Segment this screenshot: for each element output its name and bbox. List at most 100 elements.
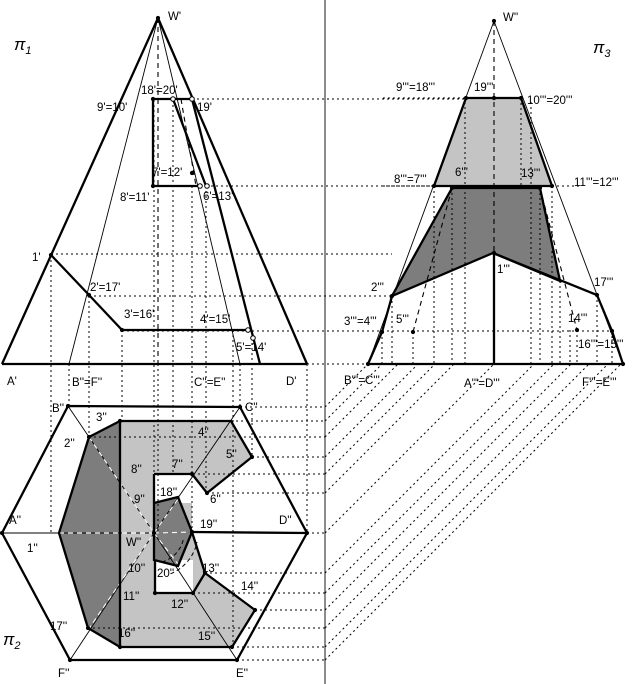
point-marker [150, 96, 156, 102]
point-marker [189, 170, 195, 176]
point-marker [189, 529, 195, 535]
label-17-2: 17'' [50, 621, 67, 633]
point-marker [151, 530, 157, 536]
diag-407 [324, 363, 369, 408]
point-marker [204, 490, 210, 496]
label-14-2: 14'' [241, 581, 258, 593]
point-marker [449, 185, 455, 191]
point-marker [537, 185, 543, 191]
diag-593 [324, 363, 555, 594]
point-marker [86, 434, 92, 440]
diag-421 [324, 363, 383, 422]
point-marker [48, 252, 54, 258]
diag-457 [324, 363, 419, 458]
point-marker [609, 328, 615, 334]
pi2-section-12-13 [192, 572, 206, 594]
label-13-3: 13''' [521, 168, 540, 180]
point-marker [189, 471, 195, 477]
label-8-2: 8'' [131, 464, 142, 476]
label-7-12: 7'=12' [152, 167, 182, 179]
point-marker [549, 183, 555, 189]
label-2-17: 2'=17' [90, 282, 120, 294]
pi2-diagonal-WC [153, 406, 241, 534]
point-marker [119, 327, 125, 333]
pi1-edge-WA [0, 17, 160, 365]
pi3-dark-gray-polygon [392, 188, 560, 296]
label-W3: W'' [503, 12, 518, 24]
pi2-covered-WC [153, 498, 179, 534]
pi1-edge-WB [68, 17, 159, 365]
label-1-3: 1''' [497, 264, 510, 276]
pi3-hidden-8-5 [412, 187, 453, 333]
point-marker [202, 570, 208, 576]
label-14-3: 14''' [568, 313, 587, 325]
point-marker [252, 607, 258, 613]
point-marker [249, 454, 255, 460]
point-marker [379, 329, 385, 335]
plane-pi3-subscript: 3 [604, 48, 611, 60]
label-F2: F'' [58, 668, 69, 680]
label-11-2: 11'' [123, 591, 139, 603]
pi3-light-gray-trapezoid [434, 98, 552, 186]
point-marker [491, 18, 497, 24]
pi3-section-1-17-16-F [492, 251, 625, 365]
label-3-2: 3'' [96, 412, 107, 424]
label-5-14: 5'=14' [236, 342, 266, 354]
point-marker [65, 403, 71, 409]
pi2-white-hole-top [154, 474, 193, 503]
pi3-section-2-3-B [366, 295, 394, 365]
label-A1: A' [7, 376, 17, 388]
label-AD3: A'''=D''' [464, 378, 500, 390]
label-E2: E'' [236, 668, 248, 680]
point-marker-open [170, 96, 176, 102]
label-3-4-3: 3'''=4''' [344, 316, 377, 328]
point-marker-open [189, 96, 195, 102]
point-marker [85, 625, 91, 631]
diag-573 [324, 363, 535, 574]
point-marker-open [204, 183, 210, 189]
point-marker [518, 95, 524, 101]
label-15-2: 15'' [198, 631, 215, 643]
pi1-edge-WD [156, 17, 309, 365]
diag-437 [324, 363, 399, 438]
label-A2: A'' [9, 515, 21, 527]
pi2-section-2-1-17 [57, 436, 91, 629]
point-marker-open [250, 335, 256, 341]
diag-474 [324, 363, 436, 475]
pi1-section-polyline [50, 254, 248, 332]
label-B2: B'' [52, 403, 64, 415]
diag-493 [324, 363, 455, 494]
label-6-13: 6'=13' [203, 191, 233, 203]
point-marker [463, 95, 469, 101]
pi1-hole-slant-b [190, 98, 262, 365]
pi2-diagonal-19-D [191, 530, 308, 535]
label-FE3: F'''=E''' [582, 377, 617, 389]
label-CE: C''=E'' [194, 377, 225, 389]
label-9-10: 9'=10' [97, 102, 127, 114]
pi1-edge-WC [157, 17, 241, 365]
rotation-arc-small [161, 537, 185, 563]
pi2-white-hole-bottom [155, 560, 193, 593]
label-W-prime: W' [168, 11, 181, 23]
label-1: 1' [32, 252, 41, 264]
point-marker [67, 657, 73, 663]
point-marker [237, 404, 243, 410]
label-D2: D'' [279, 515, 292, 527]
label-5-2: 5'' [226, 449, 237, 461]
point-marker [620, 361, 626, 367]
label-6-3: 6''' [455, 167, 468, 179]
pi2-section-17-16 [87, 627, 121, 648]
point-marker [0, 530, 5, 536]
plane-pi2-subscript: 2 [13, 640, 20, 652]
plane-pi1-subscript: 1 [25, 45, 31, 57]
point-marker [150, 183, 156, 189]
label-11-12-3: 11'''=12''' [574, 177, 619, 189]
label-4-2: 4'' [198, 427, 209, 439]
label-8-11: 8'=11' [120, 192, 149, 204]
label-2-2: 2'' [64, 438, 75, 450]
plane-pi1: π1 [14, 35, 32, 57]
pi2-dark-center-pentagon [154, 497, 192, 566]
label-10-20-3: 10'''=20''' [527, 95, 572, 107]
label-D1: D' [286, 376, 297, 388]
